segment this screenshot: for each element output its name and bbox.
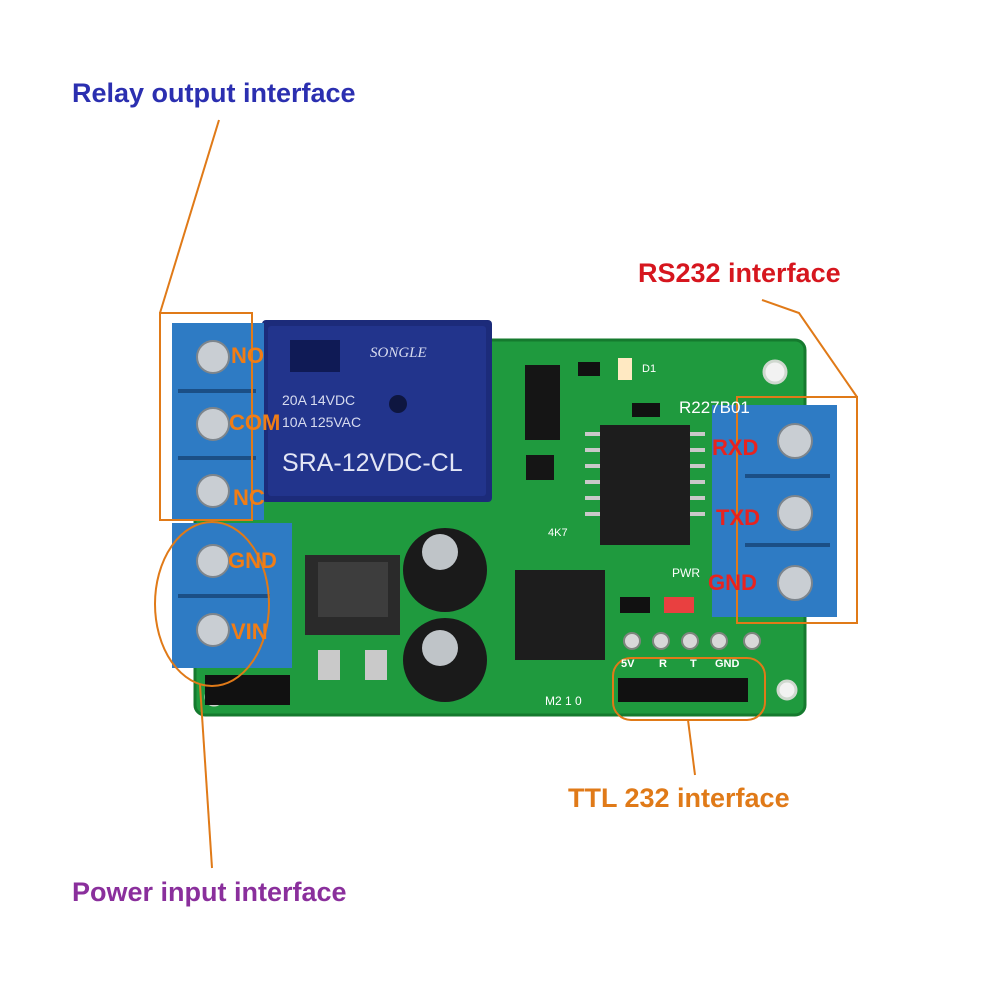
ttl-header-holes [623,632,761,650]
terminal-label-txd: TXD [716,505,760,530]
power-input-label: Power input interface [72,877,347,907]
silk-4k7: 4K7 [548,527,568,539]
led-d1 [618,358,632,380]
terminal-label-no: NO [231,343,264,368]
power-jumper [205,675,290,705]
capacitor-top [422,630,458,666]
relay-highlight-box [159,312,253,521]
regulator-pin [365,650,387,680]
led-pwr [664,597,694,613]
ttl-header [618,678,748,702]
relay-output-label: Relay output interface [72,78,356,108]
regulator-tab [318,562,388,617]
terminal-label-gnd: GND [228,548,277,573]
silk-pwr: PWR [672,566,700,580]
relay-brand: SONGLE [370,345,427,361]
silk-mode: M2 1 0 [545,694,582,708]
mounting-hole [762,359,788,385]
mounting-hole [776,679,798,701]
relay-rating-1: 20A 14VDC [282,392,356,408]
jumper [525,365,560,440]
ttl-pin-r: R [659,658,667,670]
capacitor-top [422,534,458,570]
regulator-pin [318,650,340,680]
board-id: R227B01 [679,398,750,417]
relay-model: SRA-12VDC-CL [282,449,463,477]
chip-rs232 [600,425,690,545]
relay-logo [290,340,340,372]
rs232-label: RS232 interface [638,258,841,288]
silk-d1: D1 [642,363,657,375]
chip-mcu [515,570,605,660]
ttl-pin-t: T [690,658,697,670]
relay-dot [389,395,407,413]
terminal-label-vin: VIN [231,619,268,644]
ttl-pin-gnd: GND [715,658,740,670]
ttl232-label: TTL 232 interface [568,783,790,813]
terminal-label-nc: NC [233,485,265,510]
terminal-label-rs232-gnd: GND [708,570,757,595]
screw-terminals-right [777,423,813,601]
power-highlight-ellipse [154,521,270,687]
smd-resistor [578,362,600,376]
ttl-pin-5v: 5V [621,658,635,670]
terminal-label-com: COM [229,410,281,435]
smd-resistor [620,597,650,613]
rs232-leader-line [761,299,858,398]
chip-pins [585,432,705,516]
smd-resistor [632,403,660,417]
ttl-leader-line [687,719,696,776]
relay-leader-line [159,119,220,314]
terminal-label-rxd: RXD [712,435,759,460]
screw-terminals-left [196,340,230,647]
power-leader-line [199,684,213,869]
relay-rating-2: 10A 125VAC [282,414,362,430]
rs232-terminal-block [712,405,837,617]
rs232-highlight-box [736,396,858,624]
transistor [526,455,554,480]
